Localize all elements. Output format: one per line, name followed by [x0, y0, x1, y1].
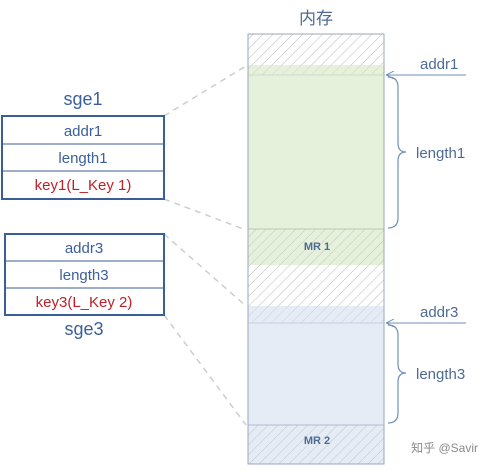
length3-annotation: length3 — [416, 366, 465, 383]
mr2-hatched-tail — [248, 425, 384, 464]
sge1-key-field: key1(L_Key 1) — [35, 177, 132, 194]
mr2-label: MR 2 — [304, 435, 330, 447]
mr2-hatched-head — [248, 306, 384, 323]
sge1-box — [1, 115, 165, 200]
mr1-label: MR 1 — [304, 241, 330, 253]
sge3-connector-bottom — [163, 314, 247, 426]
length1-brace — [387, 76, 407, 229]
sge3-key-field: key3(L_Key 2) — [36, 294, 133, 311]
watermark: 知乎 @Savir — [411, 441, 478, 455]
addr3-annotation: addr3 — [420, 304, 458, 321]
mr1-hatched-head — [248, 65, 384, 75]
memory-title: 内存 — [299, 9, 333, 28]
memory-border — [247, 33, 385, 465]
sge3-connector-top — [163, 233, 247, 307]
addr1-annotation: addr1 — [420, 56, 458, 73]
mr1-hatched-tail — [248, 229, 384, 265]
sge3-length-field: length3 — [59, 267, 108, 284]
sge3-box — [4, 233, 165, 316]
length3-brace — [387, 324, 407, 424]
length1-annotation: length1 — [416, 145, 465, 162]
sge3-title: sge3 — [64, 319, 103, 339]
sge1-connector-bottom — [163, 198, 247, 231]
sge1-connector-top — [163, 65, 247, 117]
sge1-title: sge1 — [63, 89, 102, 109]
sge3-addr-field: addr3 — [65, 240, 103, 257]
sge1-addr-field: addr1 — [64, 123, 102, 140]
sge1-length-field: length1 — [58, 150, 107, 167]
